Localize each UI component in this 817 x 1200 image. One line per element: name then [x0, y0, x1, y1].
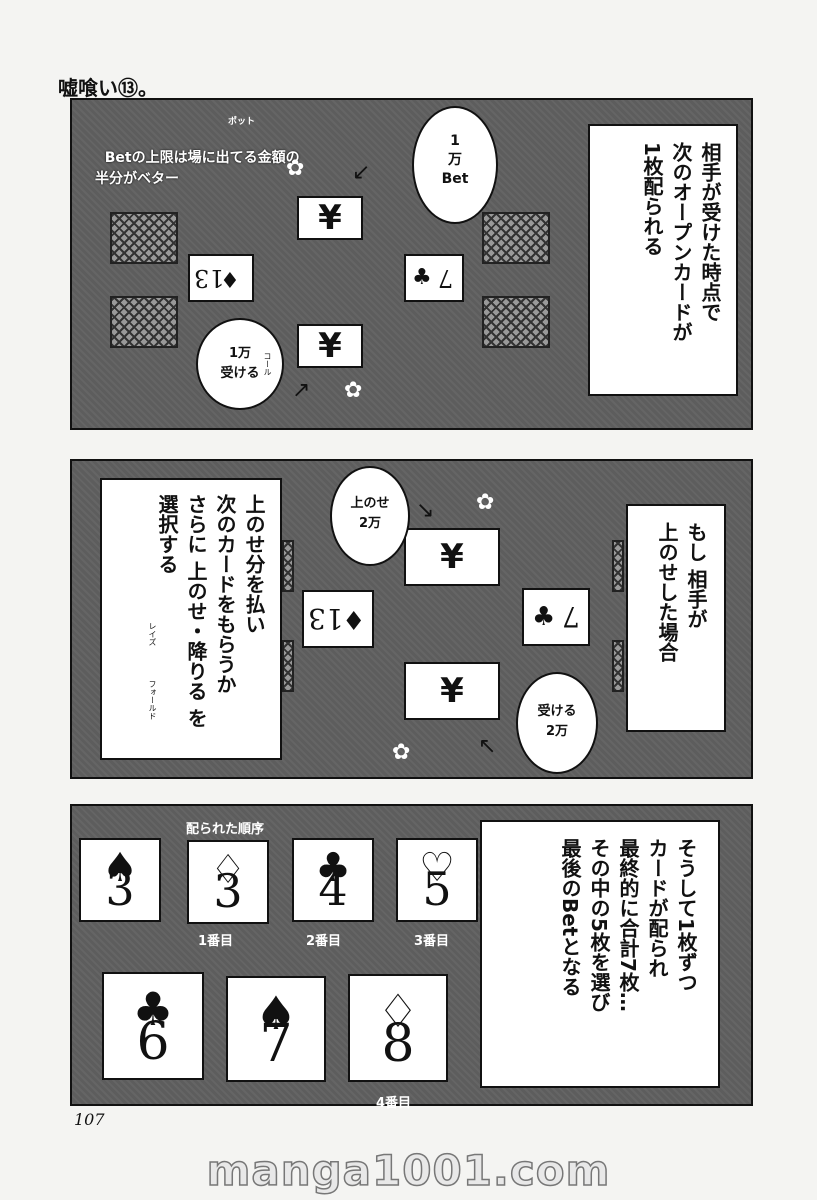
panel2-narration-left: 上のせ分を払い 次のカードをもらうか さらに 上のせ・降りる を 選択する	[155, 494, 266, 728]
yen-bill-bottom: ¥	[297, 324, 363, 368]
yen-bill-top: ¥	[297, 196, 363, 240]
diamond-suit-icon: ♦	[342, 604, 366, 634]
dealt-card-7: ♢ 8	[348, 974, 448, 1082]
card-rank: 8	[381, 1014, 415, 1074]
puff-icon: ✿	[344, 378, 363, 403]
arrow-icon: ↘	[416, 498, 435, 523]
panel1-narration-box: 相手が受けた時点で 次のオープンカードが 1枚配られる	[588, 124, 738, 396]
volume-number: ⑬	[118, 76, 138, 100]
diamond-icon: ♢	[210, 847, 246, 893]
title-dot: 。	[138, 76, 158, 100]
dealt-card-1: ♠ 3	[79, 838, 161, 922]
card-back	[612, 540, 624, 592]
card-rank: 6	[136, 1012, 170, 1072]
arrow-icon: ↗	[292, 378, 311, 403]
panel1-note: Betの上限は場に出てる金額の 半分がベター	[95, 128, 365, 189]
yen-icon: ¥	[318, 326, 342, 366]
book-title: 嘘喰い⑬。	[58, 72, 158, 101]
dealt-card-5: ♣ 6	[102, 972, 204, 1080]
card-back	[110, 212, 178, 264]
panel1-narration: 相手が受けた時点で 次のオープンカードが 1枚配られる	[640, 142, 722, 342]
arrow-icon: ↙	[352, 160, 371, 185]
card-rank: 7	[438, 264, 454, 292]
spade-icon: ♠	[255, 986, 297, 1040]
open-card-left: ♦ 13	[302, 590, 374, 648]
order-label-4: 4番目	[376, 1096, 412, 1111]
yen-icon: ¥	[440, 671, 464, 711]
call-bubble-ruby: コール	[263, 352, 272, 376]
heart-icon: ♡	[419, 845, 455, 891]
panel2-narration-right: もし 相手が 上のせした場合	[655, 522, 708, 662]
club-icon: ♣	[315, 845, 351, 891]
card-back	[110, 296, 178, 348]
yen-bill-top: ¥	[404, 528, 500, 586]
bet-bubble-text: 1 万 Bet	[441, 133, 469, 187]
card-back	[282, 640, 294, 692]
card-rank: 13	[308, 602, 344, 635]
club-suit-icon: ♣	[412, 265, 432, 290]
card-back	[482, 212, 550, 264]
diamond-icon: ♢	[377, 984, 419, 1038]
card-rank: 3	[213, 864, 243, 918]
panel1-note-text: Betの上限は場に出てる金額の 半分がベター	[95, 150, 300, 187]
puff-icon: ✿	[286, 156, 305, 181]
yen-icon: ¥	[440, 537, 464, 577]
card-rank: 7	[562, 600, 580, 633]
card-back	[482, 296, 550, 348]
order-label-3: 3番目	[414, 934, 450, 949]
open-card-right: ♣ 7	[404, 254, 464, 302]
puff-icon: ✿	[476, 490, 495, 515]
panel2-narration-right-box: もし 相手が 上のせした場合	[626, 504, 726, 732]
dealt-card-3: ♣ 4	[292, 838, 374, 922]
panel2-narration-left-box: 上のせ分を払い 次のカードをもらうか さらに 上のせ・降りる を 選択する	[100, 478, 282, 760]
bet-speech-bubble: 1 万 Bet	[412, 106, 498, 224]
spade-icon: ♠	[102, 845, 138, 891]
card-rank: 4	[318, 862, 348, 916]
panel3-narration-box: そうして1枚ずつ カードが配られ 最終的に合計7枚… その中の5枚を選び 最後の…	[480, 820, 720, 1088]
order-label-2: 2番目	[306, 934, 342, 949]
raise-speech-bubble: 上のせ 2万	[330, 466, 410, 566]
open-card-right: ♣ 7	[522, 588, 590, 646]
club-suit-icon: ♣	[532, 602, 556, 632]
fold-ruby: フォールド	[148, 680, 157, 720]
call-speech-bubble: 1万 受ける	[196, 318, 284, 410]
call-bubble-text: 1万 受ける	[220, 346, 260, 381]
card-rank: 5	[422, 862, 452, 916]
yen-bill-bottom: ¥	[404, 662, 500, 720]
card-rank: 13	[194, 264, 225, 292]
yen-icon: ¥	[318, 198, 342, 238]
arrow-icon: ↖	[478, 734, 497, 759]
watermark: manga1001.com	[206, 1145, 611, 1196]
page-number: 107	[74, 1110, 105, 1129]
call-speech-bubble: 受ける 2万	[516, 672, 598, 774]
card-back	[612, 640, 624, 692]
raise-bubble-text: 上のせ 2万	[350, 496, 390, 531]
panel3-narration: そうして1枚ずつ カードが配られ 最終的に合計7枚… その中の5枚を選び 最後の…	[558, 838, 698, 1012]
card-back	[282, 540, 294, 592]
card-rank: 7	[259, 1014, 293, 1074]
order-label-1: 1番目	[198, 934, 234, 949]
dealt-card-2: ♢ 3	[187, 840, 269, 924]
puff-icon: ✿	[392, 740, 411, 765]
raise-ruby: レイズ	[148, 622, 157, 646]
card-rank: 3	[105, 862, 135, 916]
call-bubble-text: 受ける 2万	[537, 704, 577, 739]
deal-order-label: 配られた順序	[186, 822, 265, 837]
dealt-card-6: ♠ 7	[226, 976, 326, 1082]
panel1-note-ruby: ポット	[228, 117, 256, 127]
open-card-left: ♦ 13	[188, 254, 254, 302]
dealt-card-4: ♡ 5	[396, 838, 478, 922]
club-icon: ♣	[132, 982, 174, 1036]
book-title-text: 嘘喰い	[58, 76, 118, 100]
